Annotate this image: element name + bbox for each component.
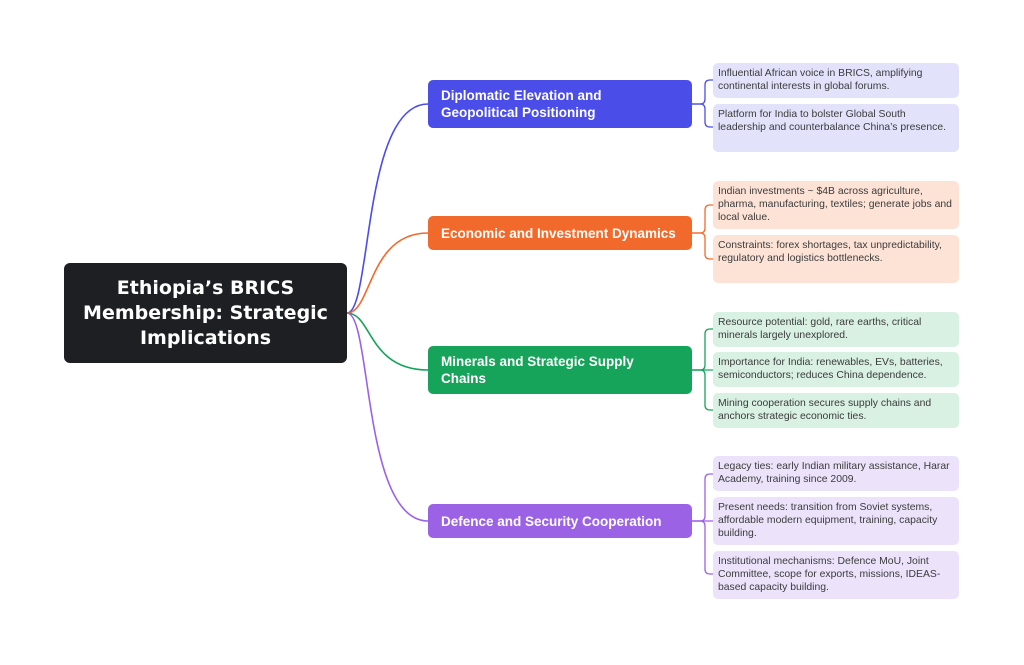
leaf-defence-2[interactable]: Present needs: transition from Soviet sy… xyxy=(713,497,959,545)
root-link-diplomatic xyxy=(346,103,429,314)
leaf-link-minerals-1 xyxy=(692,328,713,371)
leaf-link-defence-3 xyxy=(692,520,713,575)
leaf-text: Importance for India: renewables, EVs, b… xyxy=(718,357,943,381)
branch-label: Minerals and Strategic Supply Chains xyxy=(441,354,634,386)
leaf-text: Legacy ties: early Indian military assis… xyxy=(718,461,950,485)
root-link-minerals xyxy=(346,312,429,371)
root-node[interactable]: Ethiopia’s BRICS Membership: Strategic I… xyxy=(64,263,347,363)
leaf-text: Influential African voice in BRICS, ampl… xyxy=(718,68,923,92)
root-link-economic xyxy=(346,232,429,314)
branch-label: Diplomatic Elevation and Geopolitical Po… xyxy=(441,88,602,120)
leaf-diplomatic-1[interactable]: Influential African voice in BRICS, ampl… xyxy=(713,63,959,98)
branch-label: Defence and Security Cooperation xyxy=(441,513,662,529)
leaf-text: Resource potential: gold, rare earths, c… xyxy=(718,317,922,341)
leaf-diplomatic-2[interactable]: Platform for India to bolster Global Sou… xyxy=(713,104,959,152)
leaf-text: Institutional mechanisms: Defence MoU, J… xyxy=(718,556,941,593)
branch-diplomatic[interactable]: Diplomatic Elevation and Geopolitical Po… xyxy=(428,80,692,128)
leaf-minerals-1[interactable]: Resource potential: gold, rare earths, c… xyxy=(713,312,959,347)
leaf-text: Present needs: transition from Soviet sy… xyxy=(718,502,938,539)
leaf-defence-3[interactable]: Institutional mechanisms: Defence MoU, J… xyxy=(713,551,959,599)
branch-minerals[interactable]: Minerals and Strategic Supply Chains xyxy=(428,346,692,394)
leaf-economic-1[interactable]: Indian investments ~ $4B across agricult… xyxy=(713,181,959,229)
leaf-link-defence-1 xyxy=(692,473,713,522)
root-link-defence xyxy=(346,312,429,522)
leaf-link-minerals-3 xyxy=(692,369,713,411)
branch-label: Economic and Investment Dynamics xyxy=(441,226,676,241)
leaf-link-diplomatic-2 xyxy=(692,103,713,128)
branch-defence[interactable]: Defence and Security Cooperation xyxy=(428,504,692,538)
leaf-link-economic-2 xyxy=(692,232,713,260)
leaf-text: Indian investments ~ $4B across agricult… xyxy=(718,186,952,223)
leaf-text: Mining cooperation secures supply chains… xyxy=(718,398,932,422)
leaf-text: Constraints: forex shortages, tax unpred… xyxy=(718,240,942,264)
leaf-text: Platform for India to bolster Global Sou… xyxy=(718,109,946,133)
branch-economic[interactable]: Economic and Investment Dynamics xyxy=(428,216,692,250)
leaf-link-economic-1 xyxy=(692,204,713,234)
leaf-minerals-3[interactable]: Mining cooperation secures supply chains… xyxy=(713,393,959,428)
leaf-minerals-2[interactable]: Importance for India: renewables, EVs, b… xyxy=(713,352,959,387)
leaf-link-diplomatic-1 xyxy=(692,79,713,105)
leaf-defence-1[interactable]: Legacy ties: early Indian military assis… xyxy=(713,456,959,491)
root-title: Ethiopia’s BRICS Membership: Strategic I… xyxy=(83,276,328,349)
leaf-economic-2[interactable]: Constraints: forex shortages, tax unpred… xyxy=(713,235,959,283)
